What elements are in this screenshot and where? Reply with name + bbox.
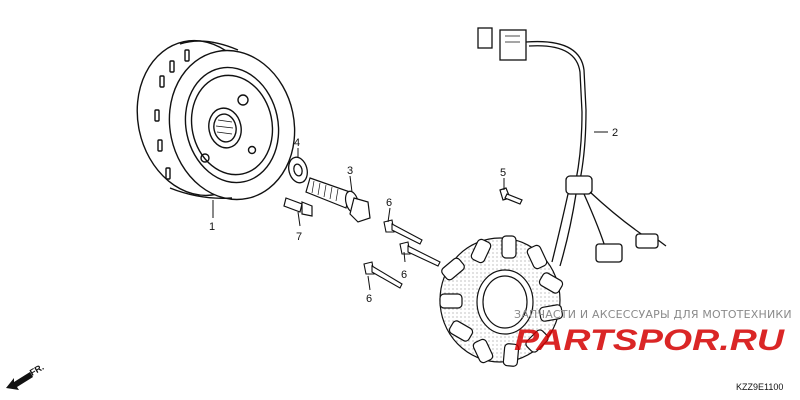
stator-bolt-upper [383,219,423,245]
label-part-5: 5 [500,167,506,179]
small-bolt [283,197,313,217]
flywheel [136,39,296,201]
stator-bolt-lower [363,261,403,289]
label-part-6: 6 [386,197,392,209]
washer [288,156,308,184]
flywheel-bolt [305,177,371,223]
stator-wire-harness [477,27,667,267]
label-part-4: 4 [294,137,300,149]
label-part-1: 1 [209,221,215,233]
label-part-2: 2 [612,127,618,139]
label-part-6c: 6 [366,293,372,305]
diagram-code: KZZ9E1100 [736,382,783,392]
watermark-logo: PARTSPOR.RU [514,324,786,357]
front-direction-arrow [6,372,33,390]
label-part-7: 7 [296,231,302,243]
label-part-6b: 6 [401,269,407,281]
stator-bolt-middle [399,241,441,267]
front-direction-label: FR. [28,362,46,378]
stator [439,235,564,367]
watermark-text: ЗАПЧАСТИ И АКСЕССУАРЫ ДЛЯ МОТОТЕХНИКИ [514,308,792,321]
label-part-3: 3 [347,165,353,177]
leader-lines [212,131,608,291]
harness-clamp-bolt [499,187,523,205]
